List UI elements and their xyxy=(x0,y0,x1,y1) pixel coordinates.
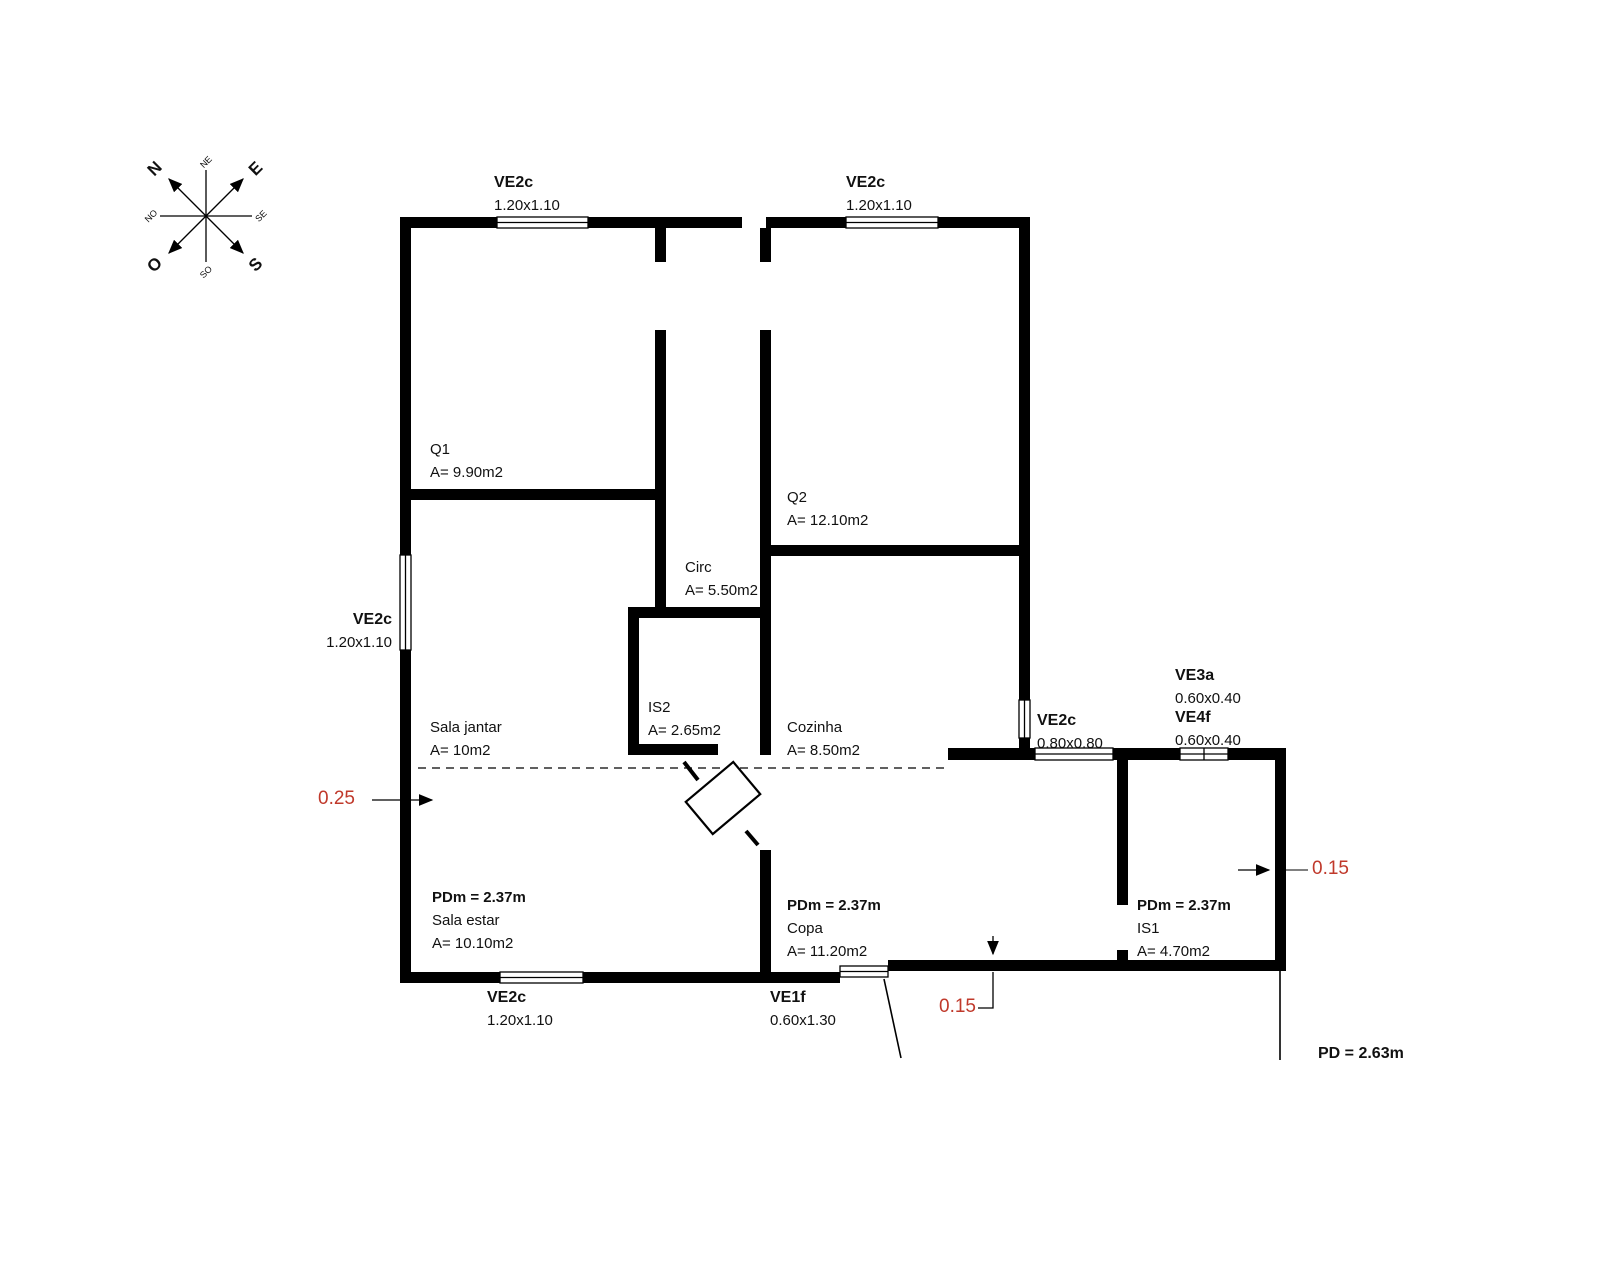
room-label-q1: Q1 A= 9.90m2 xyxy=(430,438,503,484)
compass-so: SO xyxy=(198,264,214,280)
window-name: VE2c xyxy=(487,989,527,1006)
compass-n: N xyxy=(144,158,166,180)
room-label-copa: PDm = 2.37m Copa A= 11.20m2 xyxy=(787,894,881,963)
window-size: 0.60x1.30 xyxy=(770,1012,836,1029)
room-area: A= 12.10m2 xyxy=(787,512,869,529)
room-area: A= 11.20m2 xyxy=(787,943,868,960)
window-ve3a-ve4f-icon xyxy=(1179,747,1229,761)
dim-text-wall-bottom: 0.15 xyxy=(939,996,976,1017)
window-label-ve2c-top-left: VE2c 1.20x1.10 xyxy=(494,171,560,217)
window-name: VE2c xyxy=(352,611,392,628)
window-name: VE4f xyxy=(1175,709,1211,726)
window-label-ve2c-left: VE2c 1.20x1.10 xyxy=(326,608,392,654)
compass-se: SE xyxy=(253,208,269,224)
room-area: A= 10.10m2 xyxy=(432,935,514,952)
compass-e: E xyxy=(245,158,266,179)
window-ve1f-icon xyxy=(839,965,889,978)
dim-text-wall-left: 0.25 xyxy=(318,788,355,809)
room-area: A= 8.50m2 xyxy=(787,742,860,759)
window-size: 1.20x1.10 xyxy=(846,197,912,214)
room-label-cozinha: Cozinha A= 8.50m2 xyxy=(787,716,860,762)
window-ve2c-left-icon xyxy=(399,554,412,651)
ceiling-height-note: PD = 2.63m xyxy=(1318,1045,1404,1062)
room-name: Q2 xyxy=(787,489,808,506)
window-symbols xyxy=(399,216,1229,984)
window-right-wall-icon xyxy=(1018,699,1031,739)
dim-text-wall-right: 0.15 xyxy=(1312,858,1349,879)
dimension-arrows xyxy=(372,794,1308,1009)
window-size: 0.80x0.80 xyxy=(1037,735,1103,752)
room-label-is2: IS2 A= 2.65m2 xyxy=(648,696,721,742)
window-size: 1.20x1.10 xyxy=(494,197,560,214)
window-label-ve1f: VE1f 0.60x1.30 xyxy=(770,986,836,1032)
compass-o: O xyxy=(143,253,166,276)
window-ve2c-top-left-icon xyxy=(496,216,589,229)
room-label-circ: Circ A= 5.50m2 xyxy=(685,556,758,602)
window-name: VE2c xyxy=(846,174,886,191)
compass-s: S xyxy=(245,254,266,275)
window-size: 1.20x1.10 xyxy=(326,634,392,651)
window-label-ve3a: VE3a 0.60x0.40 xyxy=(1175,664,1241,710)
room-name: Circ xyxy=(685,559,712,576)
window-name: VE1f xyxy=(770,989,806,1006)
room-name: IS2 xyxy=(648,699,671,716)
door-symbol xyxy=(682,760,762,847)
room-ceiling-height: PDm = 2.37m xyxy=(432,889,526,906)
room-area: A= 4.70m2 xyxy=(1137,943,1210,960)
compass-ne: NE xyxy=(198,154,214,170)
window-ve2c-top-right-icon xyxy=(845,216,939,229)
room-label-sala-jantar: Sala jantar A= 10m2 xyxy=(430,716,502,762)
window-name: VE2c xyxy=(494,174,534,191)
room-name: Sala estar xyxy=(432,912,500,929)
window-ve2c-bottom-icon xyxy=(499,971,584,984)
room-name: Cozinha xyxy=(787,719,843,736)
compass-no: NO xyxy=(143,208,160,225)
walls xyxy=(400,217,1286,983)
window-size: 1.20x1.10 xyxy=(487,1012,553,1029)
window-name: VE3a xyxy=(1175,667,1215,684)
room-ceiling-height: PDm = 2.37m xyxy=(1137,897,1231,914)
room-ceiling-height: PDm = 2.37m xyxy=(787,897,881,914)
room-name: IS1 xyxy=(1137,920,1160,937)
room-label-is1: PDm = 2.37m IS1 A= 4.70m2 xyxy=(1137,894,1231,963)
room-area: A= 5.50m2 xyxy=(685,582,758,599)
window-label-ve4f: VE4f 0.60x0.40 xyxy=(1175,706,1241,752)
room-name: Sala jantar xyxy=(430,719,502,736)
window-label-ve2c-bottom: VE2c 1.20x1.10 xyxy=(487,986,553,1032)
window-name: VE2c xyxy=(1037,712,1077,729)
window-size: 0.60x0.40 xyxy=(1175,690,1241,707)
room-label-q2: Q2 A= 12.10m2 xyxy=(787,486,868,532)
room-area: A= 10m2 xyxy=(430,742,491,759)
room-area: A= 2.65m2 xyxy=(648,722,721,739)
window-size: 0.60x0.40 xyxy=(1175,732,1241,749)
room-name: Q1 xyxy=(430,441,451,458)
compass-rose: N E S O NE SE SO NO xyxy=(143,154,269,280)
room-label-sala-estar: PDm = 2.37m Sala estar A= 10.10m2 xyxy=(432,886,526,955)
room-name: Copa xyxy=(787,920,823,937)
door-swing-line-ve1f xyxy=(883,978,902,1059)
window-ve2c-080-icon xyxy=(1034,747,1114,761)
room-area: A= 9.90m2 xyxy=(430,464,503,481)
window-label-ve2c-small: VE2c 0.80x0.80 xyxy=(1037,709,1103,755)
window-label-ve2c-top-right: VE2c 1.20x1.10 xyxy=(846,171,912,217)
